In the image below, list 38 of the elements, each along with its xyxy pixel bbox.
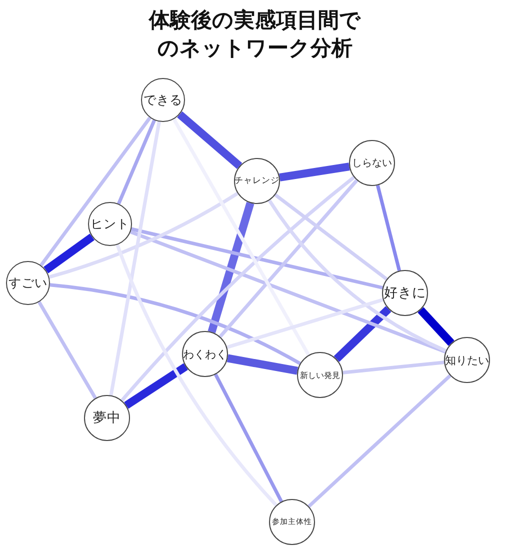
connector-line	[124, 363, 188, 409]
connector-line	[214, 374, 283, 502]
connector-line	[308, 374, 452, 508]
connector-line	[40, 116, 152, 266]
connector-line	[334, 306, 392, 362]
connector-line	[226, 354, 298, 375]
connector-line	[38, 301, 97, 400]
connector-line	[48, 192, 239, 279]
connector-line	[117, 120, 156, 204]
connector-line	[130, 230, 446, 354]
connector-line	[274, 193, 388, 281]
connector-line	[131, 227, 383, 290]
connector-line	[376, 184, 402, 272]
connector-line	[279, 162, 350, 182]
node-circle: 新しい発見	[297, 352, 343, 398]
node-circle: 知りたい	[444, 337, 490, 383]
connector-line	[172, 118, 310, 356]
connector-line	[218, 179, 358, 338]
connector-line	[226, 298, 384, 349]
node-circle: 夢中	[84, 395, 130, 441]
connector-line	[342, 360, 444, 374]
connector-line	[50, 283, 301, 366]
connector-line	[177, 111, 242, 170]
connector-line	[268, 199, 447, 352]
node-circle: できる	[141, 78, 185, 122]
node-circle: ヒント	[88, 202, 132, 246]
title: 体験後の実感項目間でのネットワーク分析	[148, 7, 362, 62]
connector-line	[116, 244, 278, 506]
node-circle: わくわく	[182, 331, 228, 377]
node-circle: すごい	[6, 261, 50, 305]
node-circle: しらない	[349, 140, 395, 186]
connector-line	[120, 176, 356, 402]
node-circle: 好きに	[382, 270, 428, 316]
connector-line	[418, 307, 454, 346]
connector-line	[208, 202, 254, 334]
connector-line	[109, 121, 161, 396]
node-circle: チャレンジ	[234, 158, 280, 204]
connector-line	[44, 234, 94, 274]
